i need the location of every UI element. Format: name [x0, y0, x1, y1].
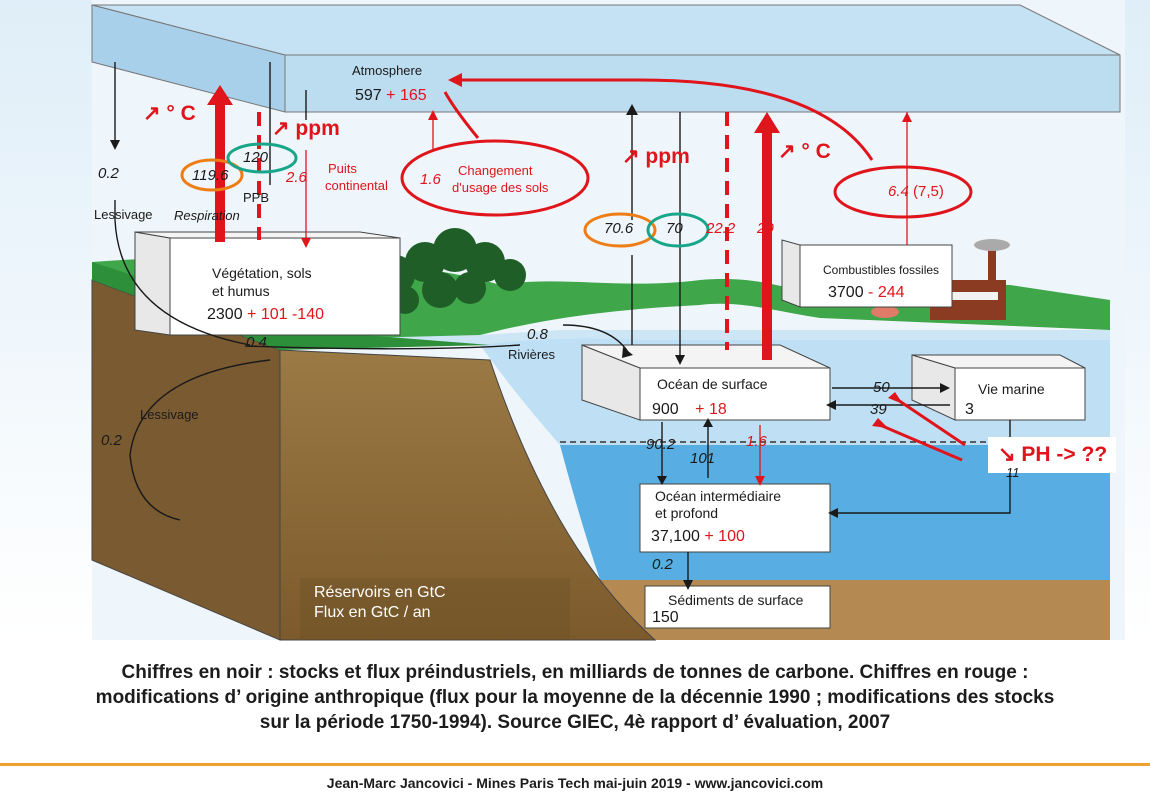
ocean-surface-delta: + 18 [695, 401, 727, 418]
legend: Réservoirs en GtC Flux en GtC / an [300, 578, 570, 640]
annotation-ppm-right: ↗ ppm [622, 145, 690, 168]
fossil-emission-ellipse [833, 165, 973, 219]
marine-life-box [954, 367, 1086, 421]
ocean-deep-name-2: et profond [655, 505, 719, 521]
ocean-surface-box [639, 367, 831, 421]
caption-line-2: modifications d’ origine anthropique (fl… [95, 687, 1055, 708]
ocean-deep-box [639, 483, 831, 553]
vegetation-values: 2300 + 101 -140 [207, 306, 324, 324]
ocean-deep-stock: 37,100 [651, 528, 700, 545]
annotation-temp-right: ↗ ° C [778, 140, 831, 163]
marine-life-name: Vie marine [978, 381, 1045, 397]
ocean-surface-stock: 900 [652, 401, 679, 418]
fossil-box [799, 244, 953, 308]
flux-ocean-out-red: 20 [757, 220, 774, 237]
vegetation-name-2: et humus [212, 283, 270, 299]
ocean-surface-values: 900 + 18 [652, 401, 727, 419]
annotation-temp-left: ↗ ° C [143, 102, 196, 125]
ocean-out-ellipse [583, 212, 657, 248]
annotation-ppm-left: ↗ ppm [272, 117, 340, 140]
caption-line-1: Chiffres en noir : stocks et flux préind… [121, 662, 1029, 683]
vegetation-delta: + 101 -140 [247, 306, 324, 323]
flux-fossil-emission: 6.4 [888, 183, 909, 200]
atmosphere-values: 597 + 165 [355, 87, 427, 105]
flux-fossil-emission-group: 6.4 (7,5) [888, 183, 944, 201]
land-block-front [279, 349, 657, 641]
flux-lessivage-low-value: 0.2 [101, 432, 122, 449]
ocean-deep-values: 37,100 + 100 [651, 528, 745, 546]
flux-upwelling: 101 [690, 450, 716, 467]
vegetation-box [169, 237, 401, 336]
ppb-ellipse [226, 142, 298, 174]
ocean-surface-name: Océan de surface [657, 376, 768, 392]
flux-fossil-emission-alt: (7,5) [913, 183, 944, 200]
flux-land-use-value: 1.6 [420, 171, 441, 188]
flux-land-sink-label-1: Puits [328, 161, 357, 176]
legend-fluxes: Flux en GtC / an [314, 604, 431, 621]
legend-reservoirs: Réservoirs en GtC [314, 584, 446, 601]
flux-ocean-in-red: 22.2 [706, 220, 736, 237]
fossil-name: Combustibles fossiles [823, 263, 940, 277]
marine-life-stock: 3 [965, 401, 974, 418]
sediments-stock: 150 [652, 609, 679, 626]
respiration-ellipse [180, 158, 244, 192]
flux-ppb-label: PPB [243, 190, 270, 205]
flux-respiration-value: 119.6 [192, 167, 229, 184]
fossil-values: 3700 - 244 [828, 284, 905, 302]
sediments-name: Sédiments de surface [668, 592, 804, 608]
vegetation-stock: 2300 [207, 306, 243, 323]
flux-land-sink-label-2: continental [325, 178, 388, 193]
fossil-stock: 3700 [828, 284, 864, 301]
flux-sediment: 0.2 [652, 556, 673, 573]
atmosphere-name: Atmosphere [352, 63, 423, 78]
flux-rivers-value: 0.8 [527, 326, 548, 343]
atmosphere-stock: 597 [355, 87, 382, 104]
footer-credit: Jean-Marc Jancovici - Mines Paris Tech m… [326, 775, 824, 791]
flux-ocean-out: 70.6 [604, 220, 634, 237]
flux-marine-out: 50 [873, 379, 890, 396]
flux-rivers-label: Rivières [508, 347, 555, 362]
ocean-deep-delta: + 100 [704, 528, 745, 545]
flux-lessivage-top-value: 0.2 [98, 165, 119, 182]
fossil-delta: - 244 [868, 284, 905, 301]
vegetation-name-1: Végétation, sols [212, 265, 312, 281]
atmosphere-delta: + 165 [386, 87, 427, 104]
flux-land-sink-value: 2.6 [286, 169, 307, 186]
flux-land-use-label-2: d'usage des sols [452, 180, 549, 195]
flux-marine-in: 39 [870, 401, 887, 418]
ph-label-box [988, 437, 1116, 473]
flux-down-red: 1.6 [746, 433, 767, 450]
flux-runoff-value: 0.4 [246, 334, 267, 351]
land-use-ellipse [400, 139, 590, 217]
flux-lessivage-low-label: Lessivage [140, 407, 199, 422]
flux-ocean-in: 70 [666, 220, 683, 237]
flux-downwelling: 90.2 [646, 436, 676, 453]
ocean-in-ellipse [646, 212, 710, 248]
annotation-ph: ↘ PH -> ?? [998, 443, 1108, 466]
ocean-deep-name-1: Océan intermédiaire [655, 488, 782, 504]
flux-land-use-label-1: Changement [458, 163, 533, 178]
flux-respiration-label: Respiration [174, 208, 240, 223]
flux-marine-down: 11 [1006, 465, 1020, 480]
sediments-box [644, 585, 831, 629]
flux-ppb-value: 120 [243, 149, 269, 166]
flux-lessivage-top-label: Lessivage [94, 207, 153, 222]
caption-line-3: sur la période 1750-1994). Source GIEC, … [259, 712, 891, 733]
atmosphere-slab-side [91, 4, 286, 113]
